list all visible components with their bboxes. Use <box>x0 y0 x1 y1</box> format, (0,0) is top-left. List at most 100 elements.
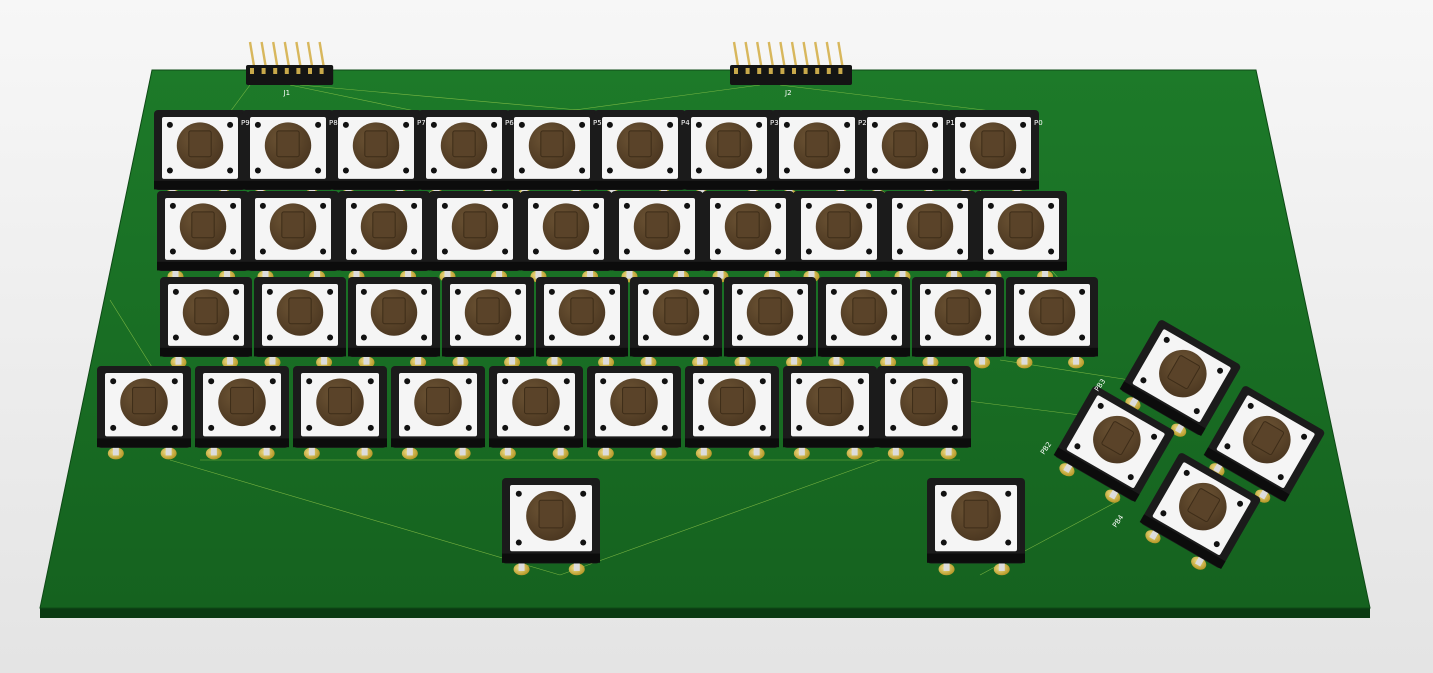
switch-front-face <box>429 261 521 271</box>
switch-ref-label: P6 <box>505 119 514 127</box>
header-pin <box>802 41 809 67</box>
switch-corner-dot <box>518 121 525 128</box>
tactile-switch <box>506 110 598 202</box>
switch-cap-stem <box>918 211 942 239</box>
header-pin-top <box>273 68 278 74</box>
switch-corner-dot <box>932 167 939 174</box>
switch-corner-dot <box>327 334 334 341</box>
switch-corner-dot <box>600 378 607 385</box>
switch-cap-stem <box>664 297 688 325</box>
switch-corner-dot <box>454 334 461 341</box>
switch-front-face <box>502 553 600 563</box>
switch-cap-stem <box>912 386 936 415</box>
tactile-switch <box>884 191 976 283</box>
switch-leg <box>175 354 182 365</box>
switch-cap-stem <box>230 386 254 415</box>
switch-corner-dot <box>342 167 349 174</box>
switch-corner-dot <box>1127 474 1134 481</box>
switch-front-face <box>1119 381 1206 436</box>
switch-cap-stem <box>963 499 989 529</box>
tactile-switch <box>1053 386 1175 503</box>
switch-corner-dot <box>266 288 273 295</box>
switch-corner-dot <box>698 424 705 431</box>
switch-corner-dot <box>783 121 790 128</box>
switch-cap-stem <box>720 386 744 415</box>
switch-cap-stem <box>1040 297 1064 325</box>
switch-leg <box>626 268 633 279</box>
switch-leg <box>943 560 950 571</box>
switch-corner-dot <box>1020 167 1027 174</box>
header-pin-top <box>734 68 738 74</box>
switch-cap-stem <box>827 211 851 239</box>
switch-corner-dot <box>940 490 947 497</box>
switch-leg <box>655 445 662 456</box>
switch-leg <box>459 445 466 456</box>
switch-corner-dot <box>367 378 374 385</box>
switch-corner-dot <box>736 288 743 295</box>
switch-corner-dot <box>695 121 702 128</box>
switch-corner-dot <box>703 334 710 341</box>
switch-corner-dot <box>259 202 266 209</box>
header-pin <box>272 41 279 67</box>
tactile-switch <box>247 191 339 283</box>
switch-corner-dot <box>857 378 864 385</box>
switch-corner-dot <box>775 248 782 255</box>
switch-leg <box>860 268 867 279</box>
switch-corner-dot <box>227 121 234 128</box>
switch-front-face <box>242 180 334 190</box>
tactile-switch <box>702 191 794 283</box>
switch-front-face <box>157 261 249 271</box>
switch-cap-stem <box>1009 211 1033 239</box>
switch-leg <box>557 445 564 456</box>
switch-cap-stem <box>736 211 760 239</box>
tactile-switch <box>1203 386 1325 503</box>
switch-corner-dot <box>404 424 411 431</box>
switch-leg <box>504 445 511 456</box>
switch-corner-dot <box>266 334 273 341</box>
tactile-switch <box>489 366 583 460</box>
header-pin-top <box>308 68 312 74</box>
switch-cap-stem <box>946 297 970 325</box>
switch-corner-dot <box>454 288 461 295</box>
switch-corner-dot <box>857 424 864 431</box>
switch-front-face <box>195 438 289 448</box>
switch-leg <box>990 268 997 279</box>
switch-corner-dot <box>1079 288 1086 295</box>
switch-leg <box>678 268 685 279</box>
switch-front-face <box>97 438 191 448</box>
switch-corner-dot <box>783 167 790 174</box>
switch-leg <box>753 445 760 456</box>
switch-corner-dot <box>667 167 674 174</box>
switch-corner-dot <box>714 248 721 255</box>
switch-corner-dot <box>254 121 261 128</box>
switch-leg <box>885 354 892 365</box>
switch-front-face <box>884 261 976 271</box>
switch-cap-stem <box>328 386 352 415</box>
switch-leg <box>262 268 269 279</box>
header-pin-top <box>745 68 750 74</box>
tactile-switch <box>683 110 775 202</box>
switch-leg <box>308 445 315 456</box>
switch-front-face <box>793 261 885 271</box>
switch-leg <box>791 354 798 365</box>
switch-corner-dot <box>306 424 313 431</box>
switch-corner-dot <box>1213 541 1220 548</box>
tactile-switch <box>1006 277 1098 369</box>
switch-corner-dot <box>714 202 721 209</box>
switch-corner-dot <box>1020 121 1027 128</box>
switch-corner-dot <box>957 248 964 255</box>
switch-cap-stem <box>645 211 669 239</box>
switch-corner-dot <box>796 424 803 431</box>
tilted-switch-group <box>1119 320 1241 437</box>
switch-leg <box>210 445 217 456</box>
switch-corner-dot <box>227 167 234 174</box>
switch-corner-dot <box>932 121 939 128</box>
switch-leg <box>172 268 179 279</box>
ratsnest-line <box>559 84 761 113</box>
switch-corner-dot <box>830 334 837 341</box>
pin-header-j2: J2 <box>730 41 852 97</box>
switch-corner-dot <box>623 248 630 255</box>
